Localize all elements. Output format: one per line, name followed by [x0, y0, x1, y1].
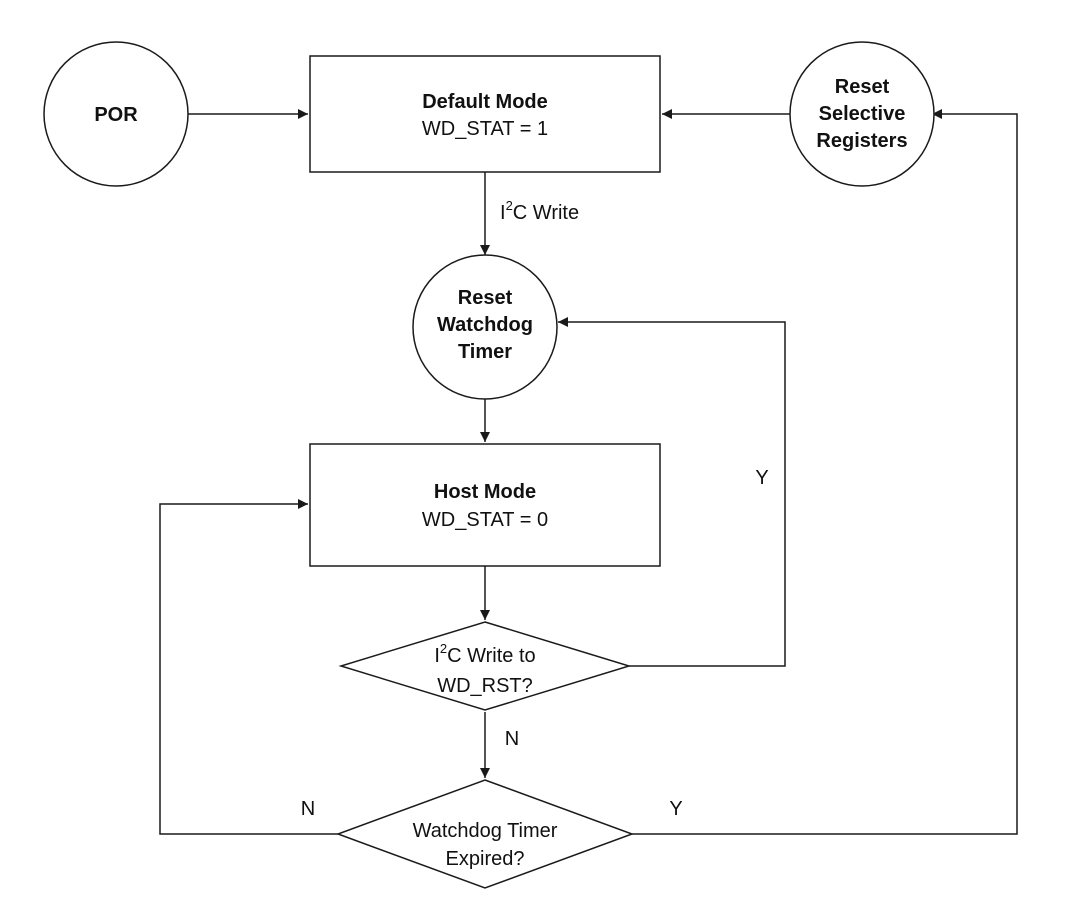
default-mode-title: Default Mode — [422, 91, 548, 113]
decision-expired-line2: Expired? — [446, 848, 525, 870]
edge-label-i2c-write: I2C Write — [500, 198, 579, 224]
node-reset-watchdog-timer: Reset Watchdog Timer — [412, 254, 558, 400]
decision-wd-rst-line2: WD_RST? — [437, 675, 533, 697]
node-por: POR — [43, 41, 189, 187]
node-host-mode: Host Mode WD_STAT = 0 — [309, 443, 661, 567]
edge-label-expired-no: N — [301, 798, 315, 820]
host-mode-status: WD_STAT = 0 — [422, 509, 548, 531]
reset-selective-line3: Registers — [816, 130, 907, 152]
reset-selective-line2: Selective — [819, 103, 906, 125]
node-decision-expired: Watchdog Timer Expired? — [335, 779, 635, 889]
reset-selective-line1: Reset — [835, 76, 890, 98]
edge-label-expired-yes: Y — [669, 798, 682, 820]
por-label: POR — [94, 104, 138, 126]
reset-watchdog-line3: Timer — [458, 341, 512, 363]
arrow-decision-wd-rst-yes — [558, 317, 786, 667]
node-default-mode: Default Mode WD_STAT = 1 — [309, 55, 661, 173]
decision-expired-line1: Watchdog Timer — [413, 820, 558, 842]
reset-watchdog-line1: Reset — [458, 287, 513, 309]
reset-watchdog-line2: Watchdog — [437, 314, 533, 336]
host-mode-title: Host Mode — [434, 481, 536, 503]
connectors — [159, 109, 1018, 835]
default-mode-status: WD_STAT = 1 — [422, 118, 548, 140]
edge-label-wd-rst-no: N — [505, 728, 519, 750]
node-reset-selective-registers: Reset Selective Registers — [789, 41, 935, 187]
arrow-decision-expired-yes — [632, 109, 1018, 835]
arrow-decision-expired-no — [159, 499, 338, 835]
decision-wd-rst-line1: I2C Write to — [434, 641, 535, 667]
node-decision-wd-rst: I2C Write to WD_RST? — [338, 621, 632, 711]
edge-label-wd-rst-yes: Y — [755, 467, 768, 489]
